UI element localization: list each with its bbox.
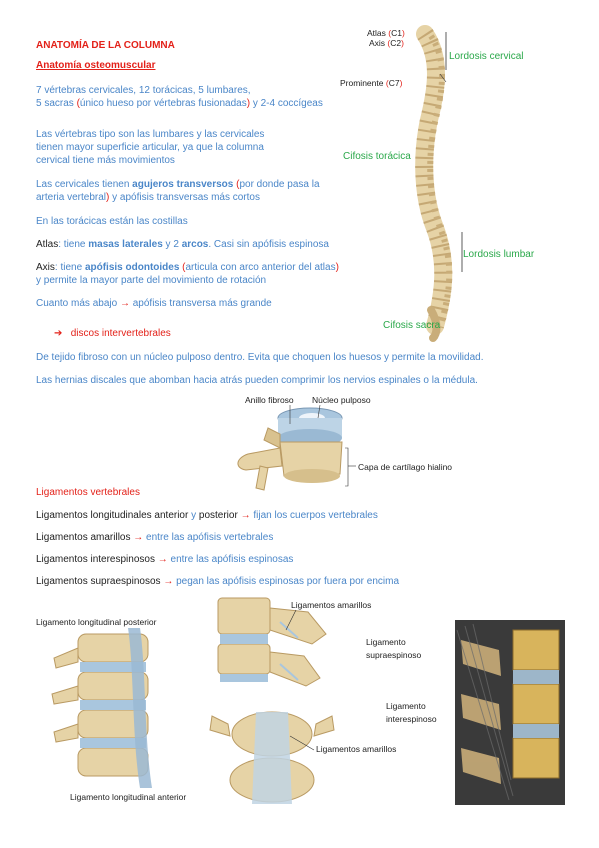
figure-ligamento-longitudinal-posterior	[51, 628, 152, 788]
label-long-posterior: Ligamento longitudinal posterior	[36, 617, 157, 627]
label-cifosis-sacra: Cifosis sacra	[383, 320, 441, 331]
spine-illustration	[415, 25, 453, 342]
label-cifosis-toracica: Cifosis torácica	[343, 151, 411, 162]
label-amarillos-bottom: Ligamentos amarillos	[316, 744, 397, 754]
label-inter-1: Ligamento	[386, 701, 426, 711]
label-lordosis-cervical: Lordosis cervical	[449, 51, 524, 62]
label-atlas: Atlas (C1)	[367, 28, 405, 38]
page-title: ANATOMÍA DE LA COLUMNA	[36, 40, 175, 51]
label-prominente: Prominente (C7)	[340, 78, 403, 88]
ligamento-longitudinal-text: Ligamentos longitudinales anterior y pos…	[36, 510, 378, 521]
vertebrae-count-line2: 5 sacras (único hueso por vértebras fusi…	[36, 98, 323, 109]
label-cartilago-hialino: Capa de cartílago hialino	[358, 462, 453, 472]
label-supra-2: supraespinoso	[366, 650, 422, 660]
label-amarillos-top: Ligamentos amarillos	[291, 600, 372, 610]
ligamento-interespinoso-text: Ligamentos interespinosos → entre las ap…	[36, 554, 294, 565]
tipo-line2: tienen mayor superficie articular, ya qu…	[36, 142, 264, 153]
label-nucleo-pulposo: Núcleo pulposo	[312, 395, 371, 405]
label-supra-1: Ligamento	[366, 637, 406, 647]
section-subtitle: Anatomía osteomuscular	[36, 60, 156, 71]
abajo-text: Cuanto más abajo → apófisis transversa m…	[36, 298, 272, 309]
tipo-line1: Las vértebras tipo son las lumbares y la…	[36, 129, 265, 140]
atlas-text: Atlas: tiene masas laterales y 2 arcos. …	[36, 239, 329, 250]
disc-illustration	[237, 407, 343, 491]
arrow-right-icon: ➔	[54, 328, 63, 339]
tipo-line3: cervical tiene más movimientos	[36, 155, 175, 166]
figure-ligamentos-amarillos	[209, 597, 335, 804]
label-inter-2: interespinoso	[386, 714, 437, 724]
label-lordosis-lumbar: Lordosis lumbar	[463, 249, 535, 260]
cervicales-line2: arteria vertebral) y apófisis transversa…	[36, 192, 260, 203]
hernias-text: Las hernias discales que abomban hacia a…	[36, 375, 478, 386]
vertebrae-count-line1: 7 vértebras cervicales, 12 torácicas, 5 …	[36, 85, 251, 96]
axis-line2: y permite la mayor parte del movimiento …	[36, 275, 267, 286]
ligamento-amarillo-text: Ligamentos amarillos → entre las apófisi…	[36, 532, 274, 543]
label-axis: Axis (C2)	[369, 38, 404, 48]
cervicales-line1: Las cervicales tienen agujeros transvers…	[36, 179, 320, 190]
discos-heading: ➔ discos intervertebrales	[54, 328, 171, 339]
toracicas-text: En las torácicas están las costillas	[36, 216, 188, 227]
label-anillo-fibroso: Anillo fibroso	[245, 395, 294, 405]
label-long-anterior: Ligamento longitudinal anterior	[70, 792, 187, 802]
ligamento-supraespinoso-text: Ligamentos supraespinosos → pegan las ap…	[36, 576, 400, 587]
figure-supra-interespinoso	[455, 620, 565, 805]
axis-line1: Axis: tiene apófisis odontoides (articul…	[36, 262, 339, 273]
ligamentos-heading: Ligamentos vertebrales	[36, 487, 140, 498]
fibroso-text: De tejido fibroso con un núcleo pulposo …	[36, 352, 484, 363]
